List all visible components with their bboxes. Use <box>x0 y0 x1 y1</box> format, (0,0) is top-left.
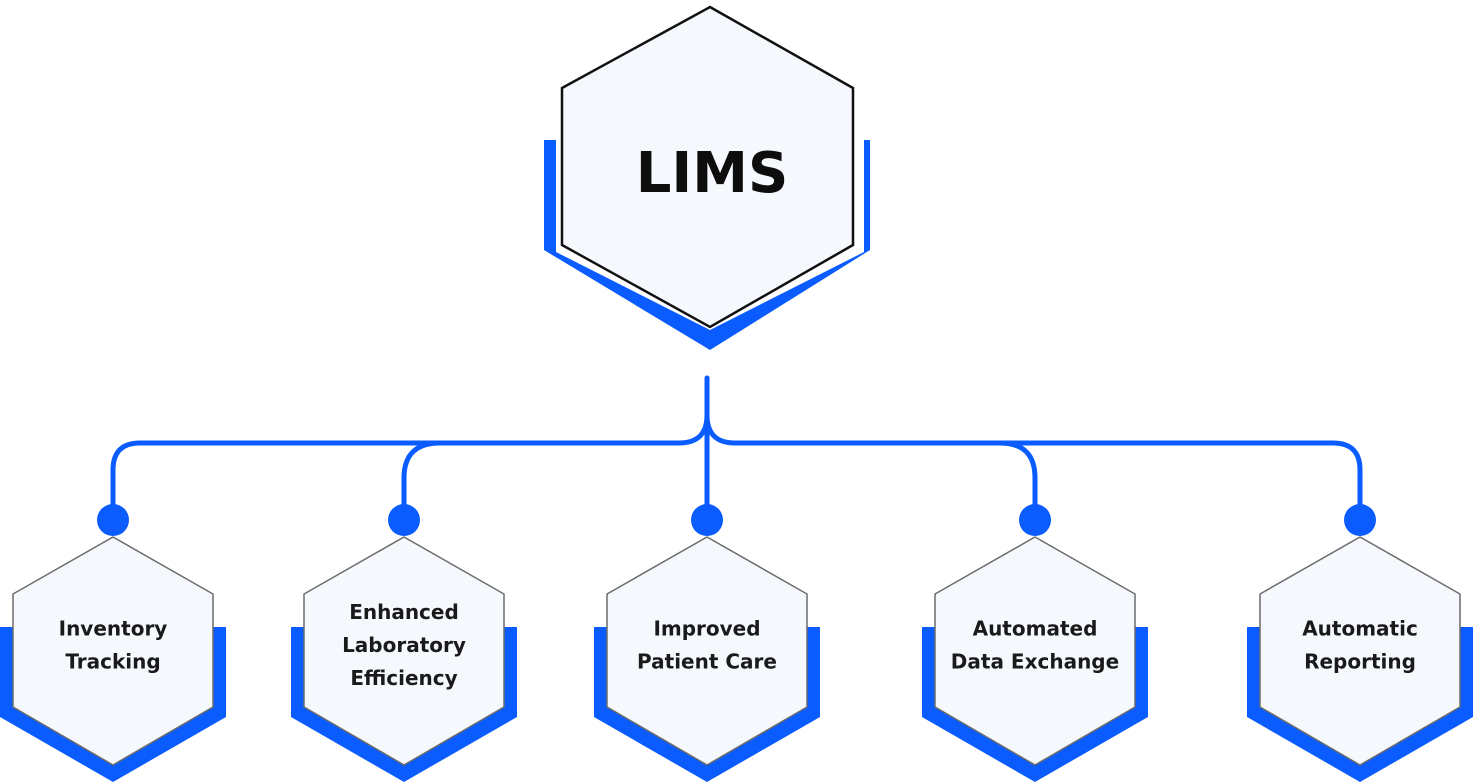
node-hexagon <box>606 536 808 766</box>
node-shadow <box>291 627 517 782</box>
node-label-line: Enhanced <box>349 600 459 624</box>
connector-dot <box>1019 504 1051 536</box>
node-shadow <box>0 627 226 782</box>
node-label-line: Patient Care <box>637 650 777 674</box>
connector-left-outer <box>110 412 710 508</box>
node-shadow <box>594 627 820 782</box>
node-label-line: Automatic <box>1302 617 1418 641</box>
connector-right-inner <box>997 440 1038 508</box>
node-label-line: Inventory <box>59 617 168 641</box>
hub-title: LIMS <box>636 141 789 206</box>
node-hexagon <box>12 536 214 766</box>
hub-node: LIMS <box>544 5 870 350</box>
connector-left-inner <box>401 440 443 508</box>
node-label-line: Efficiency <box>350 666 457 690</box>
node-shadow <box>1247 627 1473 782</box>
node-label-line: Tracking <box>65 650 160 674</box>
node-hexagon <box>934 536 1136 766</box>
connector-right-outer <box>704 412 1363 508</box>
node-hexagon <box>303 536 505 766</box>
connector-dot <box>1344 504 1376 536</box>
node-label-line: Data Exchange <box>951 650 1119 674</box>
hub-hexagon <box>560 5 855 329</box>
node-label-line: Laboratory <box>342 633 466 657</box>
connector-dot <box>388 504 420 536</box>
node-hexagon <box>1259 536 1461 766</box>
hub-shadow <box>544 140 870 350</box>
node-label-line: Automated <box>973 617 1098 641</box>
node-shadow <box>922 627 1148 782</box>
node-label-line: Improved <box>653 617 760 641</box>
node-label-line: Reporting <box>1304 650 1416 674</box>
connector-dot <box>97 504 129 536</box>
connector-tree <box>110 375 1363 508</box>
connector-dot <box>691 504 723 536</box>
